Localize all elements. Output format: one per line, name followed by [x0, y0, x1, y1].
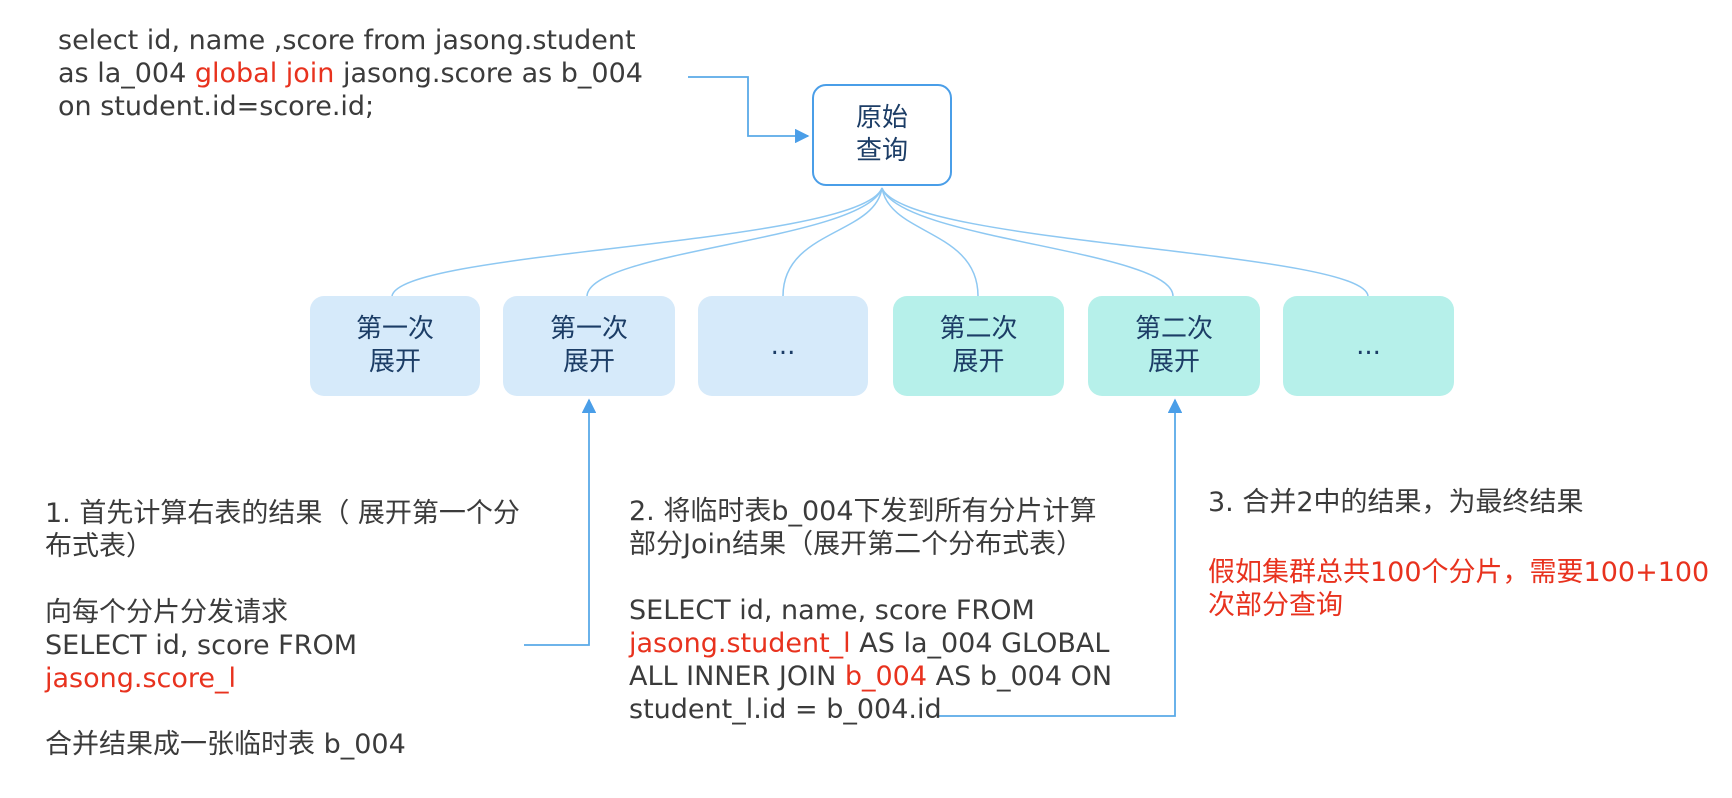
- query-line-3: on student.id=score.id;: [58, 91, 375, 122]
- fanout-curve-5: [881, 187, 1174, 297]
- step3-warning: 假如集群总共100个分片，需要100+100 次部分查询: [1208, 557, 1710, 621]
- fanout-curve-6: [881, 187, 1369, 297]
- child-node-second-expand-2: 第二次 展开: [1088, 296, 1260, 396]
- step2-sql-4: student_l.id = b_004.id: [629, 694, 942, 725]
- step2-to-node5-arrow: [938, 398, 1183, 717]
- child-node-second-expand-1: 第二次 展开: [893, 296, 1064, 396]
- query-line-2: as la_004 global join jasong.score as b_…: [58, 58, 643, 89]
- original-query-text: select id, name ,score from jasong.stude…: [58, 24, 643, 123]
- fanout-curve-1: [391, 187, 883, 297]
- child-node-first-expand-2: 第一次 展开: [503, 296, 675, 396]
- step1-sql: SELECT id, score FROM: [45, 630, 358, 661]
- child-node-first-expand-1: 第一次 展开: [310, 296, 480, 396]
- step3-title: 3. 合并2中的结果，为最终结果: [1208, 487, 1584, 518]
- step2-sql-3: ALL INNER JOIN b_004 AS b_004 ON: [629, 661, 1113, 692]
- step2-title: 2. 将临时表b_004下发到所有分片计算: [629, 496, 1097, 527]
- fanout-curve-2: [586, 187, 883, 297]
- step1-table-name: jasong.score_l: [45, 663, 237, 694]
- child-node-second-ellipsis: ...: [1283, 296, 1454, 396]
- query-to-root-arrow: [688, 76, 810, 144]
- query-line-1: select id, name ,score from jasong.stude…: [58, 25, 636, 56]
- step2-sql-2: jasong.student_l AS la_004 GLOBAL: [629, 628, 1110, 659]
- step1-description: 1. 首先计算右表的结果（ 展开第一个分 布式表） 向每个分片分发请求 SELE…: [45, 498, 520, 760]
- child-node-first-ellipsis: ...: [698, 296, 868, 396]
- global-join-keyword: global join: [194, 58, 335, 89]
- step2-sql-1: SELECT id, name, score FROM: [629, 595, 1035, 626]
- step1-to-node2-arrow: [524, 398, 597, 646]
- fanout-curve-4: [881, 187, 979, 297]
- fanout-curve-3: [782, 187, 883, 297]
- root-node-original-query: 原始 查询: [812, 84, 952, 186]
- step1-title: 1. 首先计算右表的结果（ 展开第一个分: [45, 498, 520, 529]
- step2-description: 2. 将临时表b_004下发到所有分片计算 部分Join结果（展开第二个分布式表…: [629, 496, 1113, 725]
